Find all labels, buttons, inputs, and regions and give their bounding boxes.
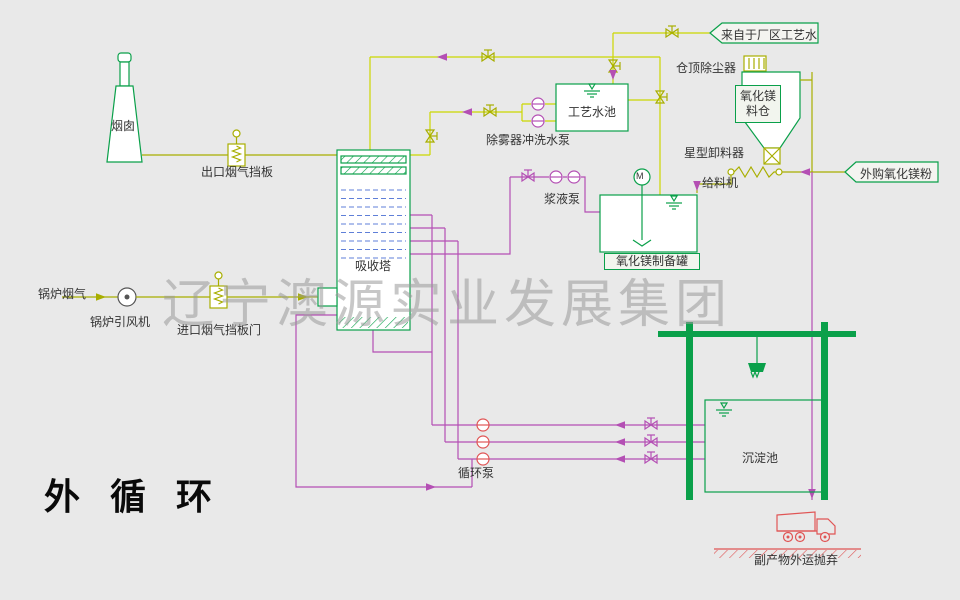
sedimentation-pool bbox=[704, 399, 823, 493]
mgo-prep-tank bbox=[599, 194, 698, 253]
boiler-flue-gas-line bbox=[62, 293, 118, 301]
star-discharger bbox=[763, 147, 781, 165]
silo-top-dust-collector bbox=[743, 55, 767, 72]
plant-water-line bbox=[608, 25, 710, 84]
mixer bbox=[632, 168, 652, 247]
purchased-mgo-flag bbox=[844, 161, 939, 183]
demister-flush-pumps bbox=[531, 97, 545, 128]
outlet-damper bbox=[227, 129, 246, 167]
inlet-flue-duct bbox=[136, 293, 318, 301]
ground-hatch bbox=[714, 548, 861, 558]
absorption-tower bbox=[317, 149, 411, 331]
feeder-discharge-line bbox=[693, 175, 732, 193]
process-water-pool bbox=[555, 83, 629, 132]
diagram-title: 外 循 环 bbox=[44, 476, 223, 517]
induced-draft-fan bbox=[117, 287, 137, 307]
mgo-silo bbox=[741, 71, 801, 149]
tower-top-water-line bbox=[369, 49, 660, 150]
demister-flush-line bbox=[410, 103, 556, 156]
bottom-circulation-loop bbox=[295, 314, 473, 491]
plant-water-flag bbox=[709, 22, 819, 44]
gantry-crane bbox=[658, 322, 856, 500]
feeder bbox=[727, 165, 783, 179]
grab-bucket bbox=[748, 337, 766, 379]
dump-truck bbox=[776, 511, 836, 543]
water-to-prep-tank-line bbox=[628, 57, 668, 195]
circulation-lines bbox=[432, 417, 705, 464]
chimney bbox=[106, 52, 143, 163]
slurry-feed-line bbox=[410, 169, 600, 255]
inlet-damper bbox=[209, 271, 228, 309]
spray-risers bbox=[410, 214, 459, 459]
purchased-mgo-line bbox=[782, 72, 845, 500]
circulation-pumps bbox=[476, 418, 490, 466]
